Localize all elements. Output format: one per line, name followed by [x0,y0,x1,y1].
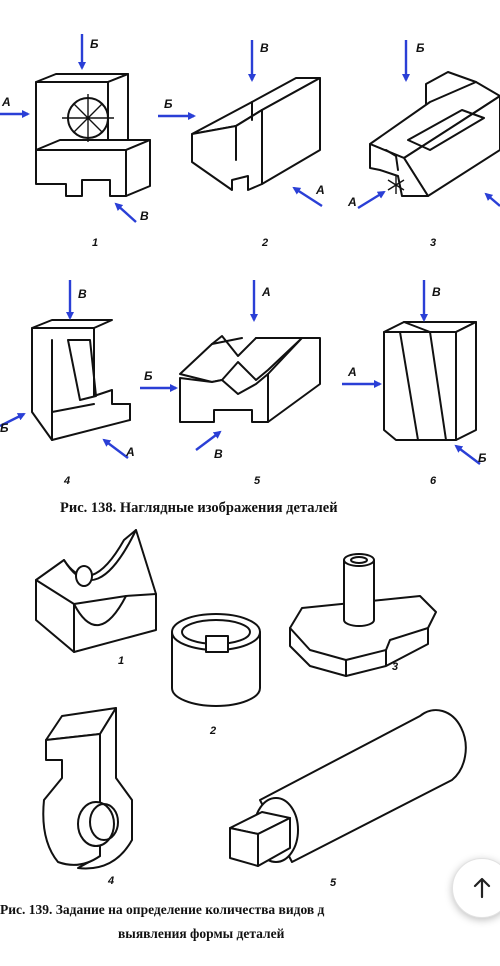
scroll-to-top-button[interactable] [452,858,500,918]
fig138-part-2 [191,77,321,191]
fig138-number-5: 5 [254,475,261,487]
fig138-part-3 [369,71,500,197]
fig138-number-1: 1 [92,237,98,249]
label-v-2: В [260,41,269,55]
arrow-a-2 [292,186,323,208]
label-b-5: Б [144,369,153,383]
label-a-5: А [261,285,271,299]
label-a-6: А [347,365,357,379]
label-b-2: Б [164,97,173,111]
arrow-b-6 [454,444,481,465]
fig138-number-3: 3 [430,237,436,249]
fig139-part-2 [171,613,261,707]
fig139-number-3: 3 [392,661,398,673]
arrow-a-4 [102,438,129,459]
arrow-v-5 [195,430,222,451]
arrow-edge-3 [484,192,500,207]
figure-139-caption-line1: Рис. 139. Задание на определение количес… [0,902,325,917]
fig138-part-5-arrows: А Б В 5 [140,280,271,487]
fig138-part-2-arrows: В Б А 2 [158,40,325,249]
fig138-part-4-arrows: В Б А 4 [0,280,135,487]
arrow-v-1 [114,202,137,223]
fig139-number-5: 5 [330,877,337,889]
fig138-number-2: 2 [261,237,268,249]
fig139-part-5 [229,709,467,867]
fig139-number-2: 2 [209,725,216,737]
fig138-part-5 [179,335,321,423]
fig138-number-4: 4 [63,475,70,487]
label-a-2: А [315,183,325,197]
arrow-b-4 [0,412,26,428]
label-v-5: В [214,447,223,461]
fig138-part-6 [383,321,477,441]
figure-138-caption: Рис. 138. Наглядные изображения деталей [60,500,338,516]
fig139-part-3 [289,553,437,677]
fig138-part-6-arrows: В А Б 6 [342,280,487,487]
fig138-part-4 [31,319,131,441]
fig138-part-3-arrows: Б А 3 [347,40,500,249]
label-v-6: В [432,285,441,299]
fig139-number-4: 4 [107,875,114,887]
arrow-a-3 [357,190,386,210]
label-a-4: А [125,445,135,459]
fig139-part-4 [42,707,133,870]
figure-139-caption-line2: выявления формы деталей [118,926,285,941]
fig139-number-1: 1 [118,655,124,667]
fig138-number-6: 6 [430,475,437,487]
label-a-1: А [1,95,11,109]
fig138-part-1-arrows: Б А В 1 [0,34,149,249]
fig139-part-1 [35,529,157,653]
arrow-up-icon [473,877,491,899]
label-b-3: Б [416,41,425,55]
label-b-4: Б [0,421,9,435]
label-a-3: А [347,195,357,209]
label-v-1: В [140,209,149,223]
label-b-1: Б [90,37,99,51]
label-b-6: Б [478,451,487,465]
label-v-4: В [78,287,87,301]
fig138-part-1 [35,73,151,197]
